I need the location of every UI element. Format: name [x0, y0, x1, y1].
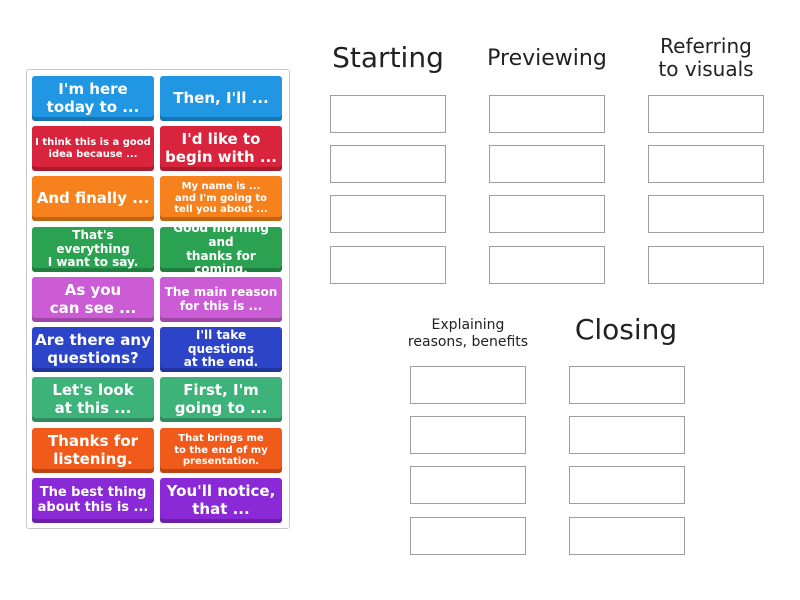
drop-slot-starting[interactable]: [330, 195, 446, 233]
tile-and-finally[interactable]: And finally ...: [32, 176, 154, 221]
group-heading-starting: Starting: [332, 41, 444, 74]
drop-slot-closing[interactable]: [569, 517, 685, 555]
tile-i-think-good-idea[interactable]: I think this is a good idea because ...: [32, 126, 154, 171]
tile-tray: I'm here today to ... Then, I'll ... I t…: [26, 69, 290, 529]
drop-slot-referring-to-visuals[interactable]: [648, 95, 764, 133]
tile-any-questions[interactable]: Are there any questions?: [32, 327, 154, 372]
tile-good-morning[interactable]: Good morning and thanks for coming.: [160, 221, 282, 276]
tile-thanks-for-listening[interactable]: Thanks for listening.: [32, 428, 154, 473]
tile-main-reason[interactable]: The main reason for this is ...: [160, 277, 282, 322]
tile-my-name-is[interactable]: My name is ... and I'm going to tell you…: [160, 176, 282, 221]
tile-then-ill[interactable]: Then, I'll ...: [160, 76, 282, 121]
tile-lets-look[interactable]: Let's look at this ...: [32, 377, 154, 422]
tile-thats-everything[interactable]: That's everything I want to say.: [32, 227, 154, 272]
drop-slot-explaining-reasons[interactable]: [410, 466, 526, 504]
drop-slot-explaining-reasons[interactable]: [410, 366, 526, 404]
tile-id-like-to-begin[interactable]: I'd like to begin with ...: [160, 126, 282, 171]
drop-slot-referring-to-visuals[interactable]: [648, 145, 764, 183]
group-heading-referring-to-visuals: Referring to visuals: [658, 34, 754, 81]
drop-slot-previewing[interactable]: [489, 95, 605, 133]
tile-youll-notice[interactable]: You'll notice, that ...: [160, 478, 282, 523]
group-heading-closing: Closing: [574, 313, 678, 346]
tile-im-here-today[interactable]: I'm here today to ...: [32, 76, 154, 121]
group-heading-previewing: Previewing: [487, 46, 607, 71]
tile-brings-me-to-end[interactable]: That brings me to the end of my presenta…: [160, 428, 282, 473]
drop-slot-referring-to-visuals[interactable]: [648, 195, 764, 233]
drop-slot-starting[interactable]: [330, 246, 446, 284]
drop-slot-previewing[interactable]: [489, 246, 605, 284]
drop-slot-previewing[interactable]: [489, 195, 605, 233]
drop-slot-starting[interactable]: [330, 145, 446, 183]
drop-slot-explaining-reasons[interactable]: [410, 517, 526, 555]
tile-as-you-can-see[interactable]: As you can see ...: [32, 277, 154, 322]
tile-take-questions-end[interactable]: I'll take questions at the end.: [160, 327, 282, 372]
drop-slot-referring-to-visuals[interactable]: [648, 246, 764, 284]
tile-first-im-going[interactable]: First, I'm going to ...: [160, 377, 282, 422]
drop-slot-starting[interactable]: [330, 95, 446, 133]
drop-slot-closing[interactable]: [569, 466, 685, 504]
drop-slot-previewing[interactable]: [489, 145, 605, 183]
drop-slot-explaining-reasons[interactable]: [410, 416, 526, 454]
tile-best-thing[interactable]: The best thing about this is ...: [32, 478, 154, 523]
drop-slot-closing[interactable]: [569, 366, 685, 404]
group-heading-explaining-reasons: Explaining reasons, benefits: [407, 317, 529, 350]
drop-slot-closing[interactable]: [569, 416, 685, 454]
